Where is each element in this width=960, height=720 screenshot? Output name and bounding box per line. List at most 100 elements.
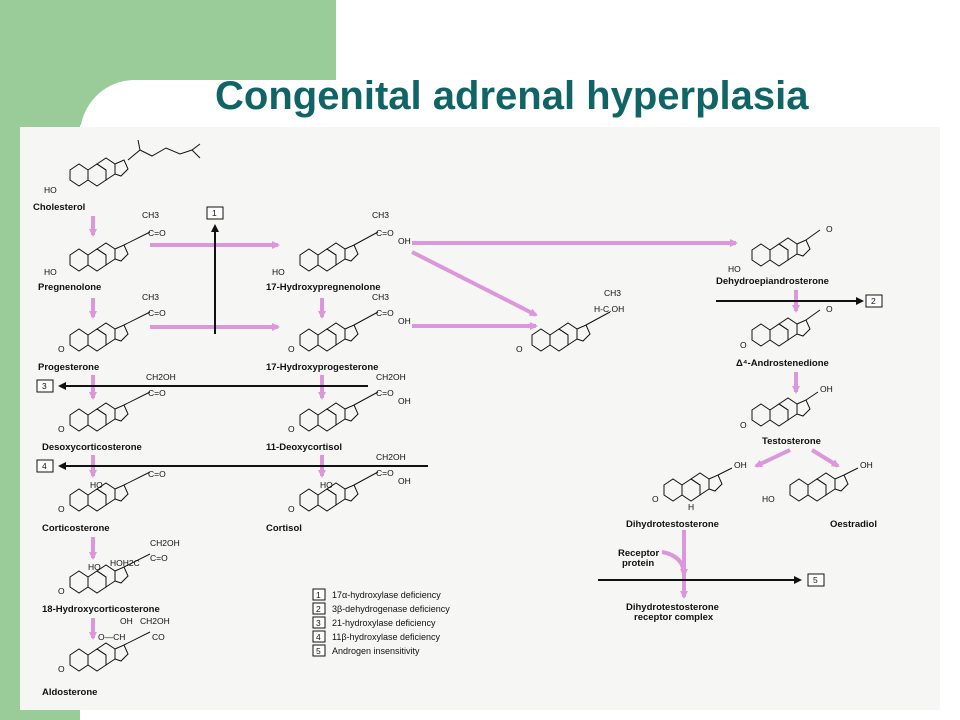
atom-oestradiol-ho: HO [762,494,775,504]
block-number-5: 5 [813,575,818,585]
atom-dhea-ho: HO [728,264,741,274]
atom-labels: HO HO CH3 C=O CH3 C=O O HO CH3 C=O OH CH… [44,185,873,674]
structure-11-deoxycortisol [299,402,359,432]
block-box-2 [865,294,883,308]
legend-text-2: 3β-dehydrogenase deficiency [332,604,450,614]
atom-11deox-ch2oh: CH2OH [376,372,406,382]
label-17-hydroxypregnenolone: 17-Hydroxypregnenolone [266,282,381,293]
block-lines [58,224,864,584]
block-box-3 [36,379,54,393]
atom-aldo-och: O—CH [98,632,125,642]
atom-11deox-co: C=O [376,388,394,398]
atom-doc-ch2oh: CH2OH [146,372,176,382]
structure-testosterone [751,397,811,427]
block-number-2: 2 [871,296,876,306]
atom-andro-o2: O [740,340,747,350]
arrow-receptor-join [661,550,688,577]
atom-cortisol-co: C=O [376,468,394,478]
atom-cortico-co: C=O [148,469,166,479]
label-17-hydroxyprogesterone: 17-Hydroxyprogesterone [266,362,378,373]
atom-17ohpreg-ho: HO [272,267,285,277]
block-box-1 [206,206,224,220]
atom-11deox-oh: OH [398,396,411,406]
atom-cholesterol-ho: HO [44,185,57,195]
legend-text-1: 17α-hydroxylase deficiency [332,590,441,600]
label-aldosterone: Aldosterone [42,687,97,698]
atom-17ohprog-o: O [288,344,295,354]
atom-dhea-o: O [826,224,833,234]
atom-aldo-ch2oh: CH2OH [140,616,170,626]
label-oestradiol: Oestradiol [830,519,877,530]
pathway-figure [20,127,940,710]
structure-17-hydroxyprogesterone [299,322,359,352]
legend-num-1: 1 [316,590,321,600]
atom-aldo-co: CO [152,632,165,642]
arrow-testo-dht [754,448,791,468]
label-receptor: Receptor [618,548,659,559]
atom-aldo-o: O [58,664,65,674]
label-androstenedione: Δ⁴-Androstenedione [736,358,829,369]
block-number-3: 3 [42,381,47,391]
structure-cholesterol [69,157,129,187]
atom-cortisol-oh: OH [398,476,411,486]
slide-title: Congenital adrenal hyperplasia [215,74,809,118]
atom-intermediate-hcoh: H-C.OH [594,304,624,314]
atom-17ohpreg-ch3: CH3 [372,210,389,220]
label-dihydrotestosterone: Dihydrotestosterone [626,519,719,530]
label-desoxycorticosterone: Desoxycorticosterone [42,442,142,453]
structure-dihydrotestosterone [663,472,723,502]
atom-progesterone-ch3: CH3 [142,292,159,302]
atom-pregnenolone-ho: HO [44,267,57,277]
block-box-5 [807,573,825,587]
structure-pregnenolone [69,242,129,272]
block-boxes [36,206,883,587]
atom-17ohprog-oh: OH [398,316,411,326]
label-corticosterone: Corticosterone [42,523,110,534]
atom-doc-co: C=O [148,388,166,398]
atom-doc-o: O [58,424,65,434]
block-number-4: 4 [42,461,47,471]
legend-num-4: 4 [316,632,321,642]
atom-cortico-o: O [58,504,65,514]
atom-dht-oh: OH [734,460,747,470]
atom-17ohpreg-co: C=O [376,228,394,238]
arrow-testo-oestradiol [810,448,840,468]
label-18-hydroxycorticosterone: 18-Hydroxycorticosterone [42,604,160,615]
structure-progesterone [69,322,129,352]
legend-item-5: 5 Androgen insensitivity [312,644,420,657]
structure-desoxycorticosterone [69,402,129,432]
atom-oestradiol-oh: OH [860,460,873,470]
atom-18oh-co: C=O [150,553,168,563]
atom-testo-oh: OH [820,384,833,394]
atom-18oh-hoh2c: HOH2C [110,558,140,568]
legend-num-3: 3 [316,618,321,628]
atom-11deox-o: O [288,424,295,434]
structure-aldosterone [69,642,129,672]
label-progesterone: Progesterone [38,362,99,373]
label-testosterone: Testosterone [762,436,821,447]
atom-cortisol-ho: HO [320,480,333,490]
deficiency-legend: 1 17α-hydroxylase deficiency 2 3β-dehydr… [312,588,450,657]
block-box-4 [36,459,54,473]
atom-17ohprog-ch3: CH3 [372,292,389,302]
side-chain-bonds [123,229,859,646]
legend-item-2: 2 3β-dehydrogenase deficiency [312,602,450,615]
label-cholesterol: Cholesterol [33,202,85,213]
atom-progesterone-co: C=O [148,308,166,318]
legend-text-5: Androgen insensitivity [332,646,420,656]
atom-intermediate-o: O [516,344,523,354]
structure-intermediate [531,322,591,352]
legend-item-3: 3 21-hydroxylase deficiency [312,616,436,629]
legend-text-4: 11β-hydroxylase deficiency [332,632,441,642]
label-cortisol: Cortisol [266,523,302,534]
block-number-1: 1 [212,208,217,218]
atom-dht-o: O [652,494,659,504]
atom-cortico-ho: HO [90,480,103,490]
atom-testo-o: O [740,420,747,430]
atom-18oh-o: O [58,586,65,596]
steroid-structures [69,157,849,672]
structure-oestradiol [789,472,849,502]
legend-item-4: 4 11β-hydroxylase deficiency [312,630,441,643]
label-11-deoxycortisol: 11-Deoxycortisol [266,442,342,453]
